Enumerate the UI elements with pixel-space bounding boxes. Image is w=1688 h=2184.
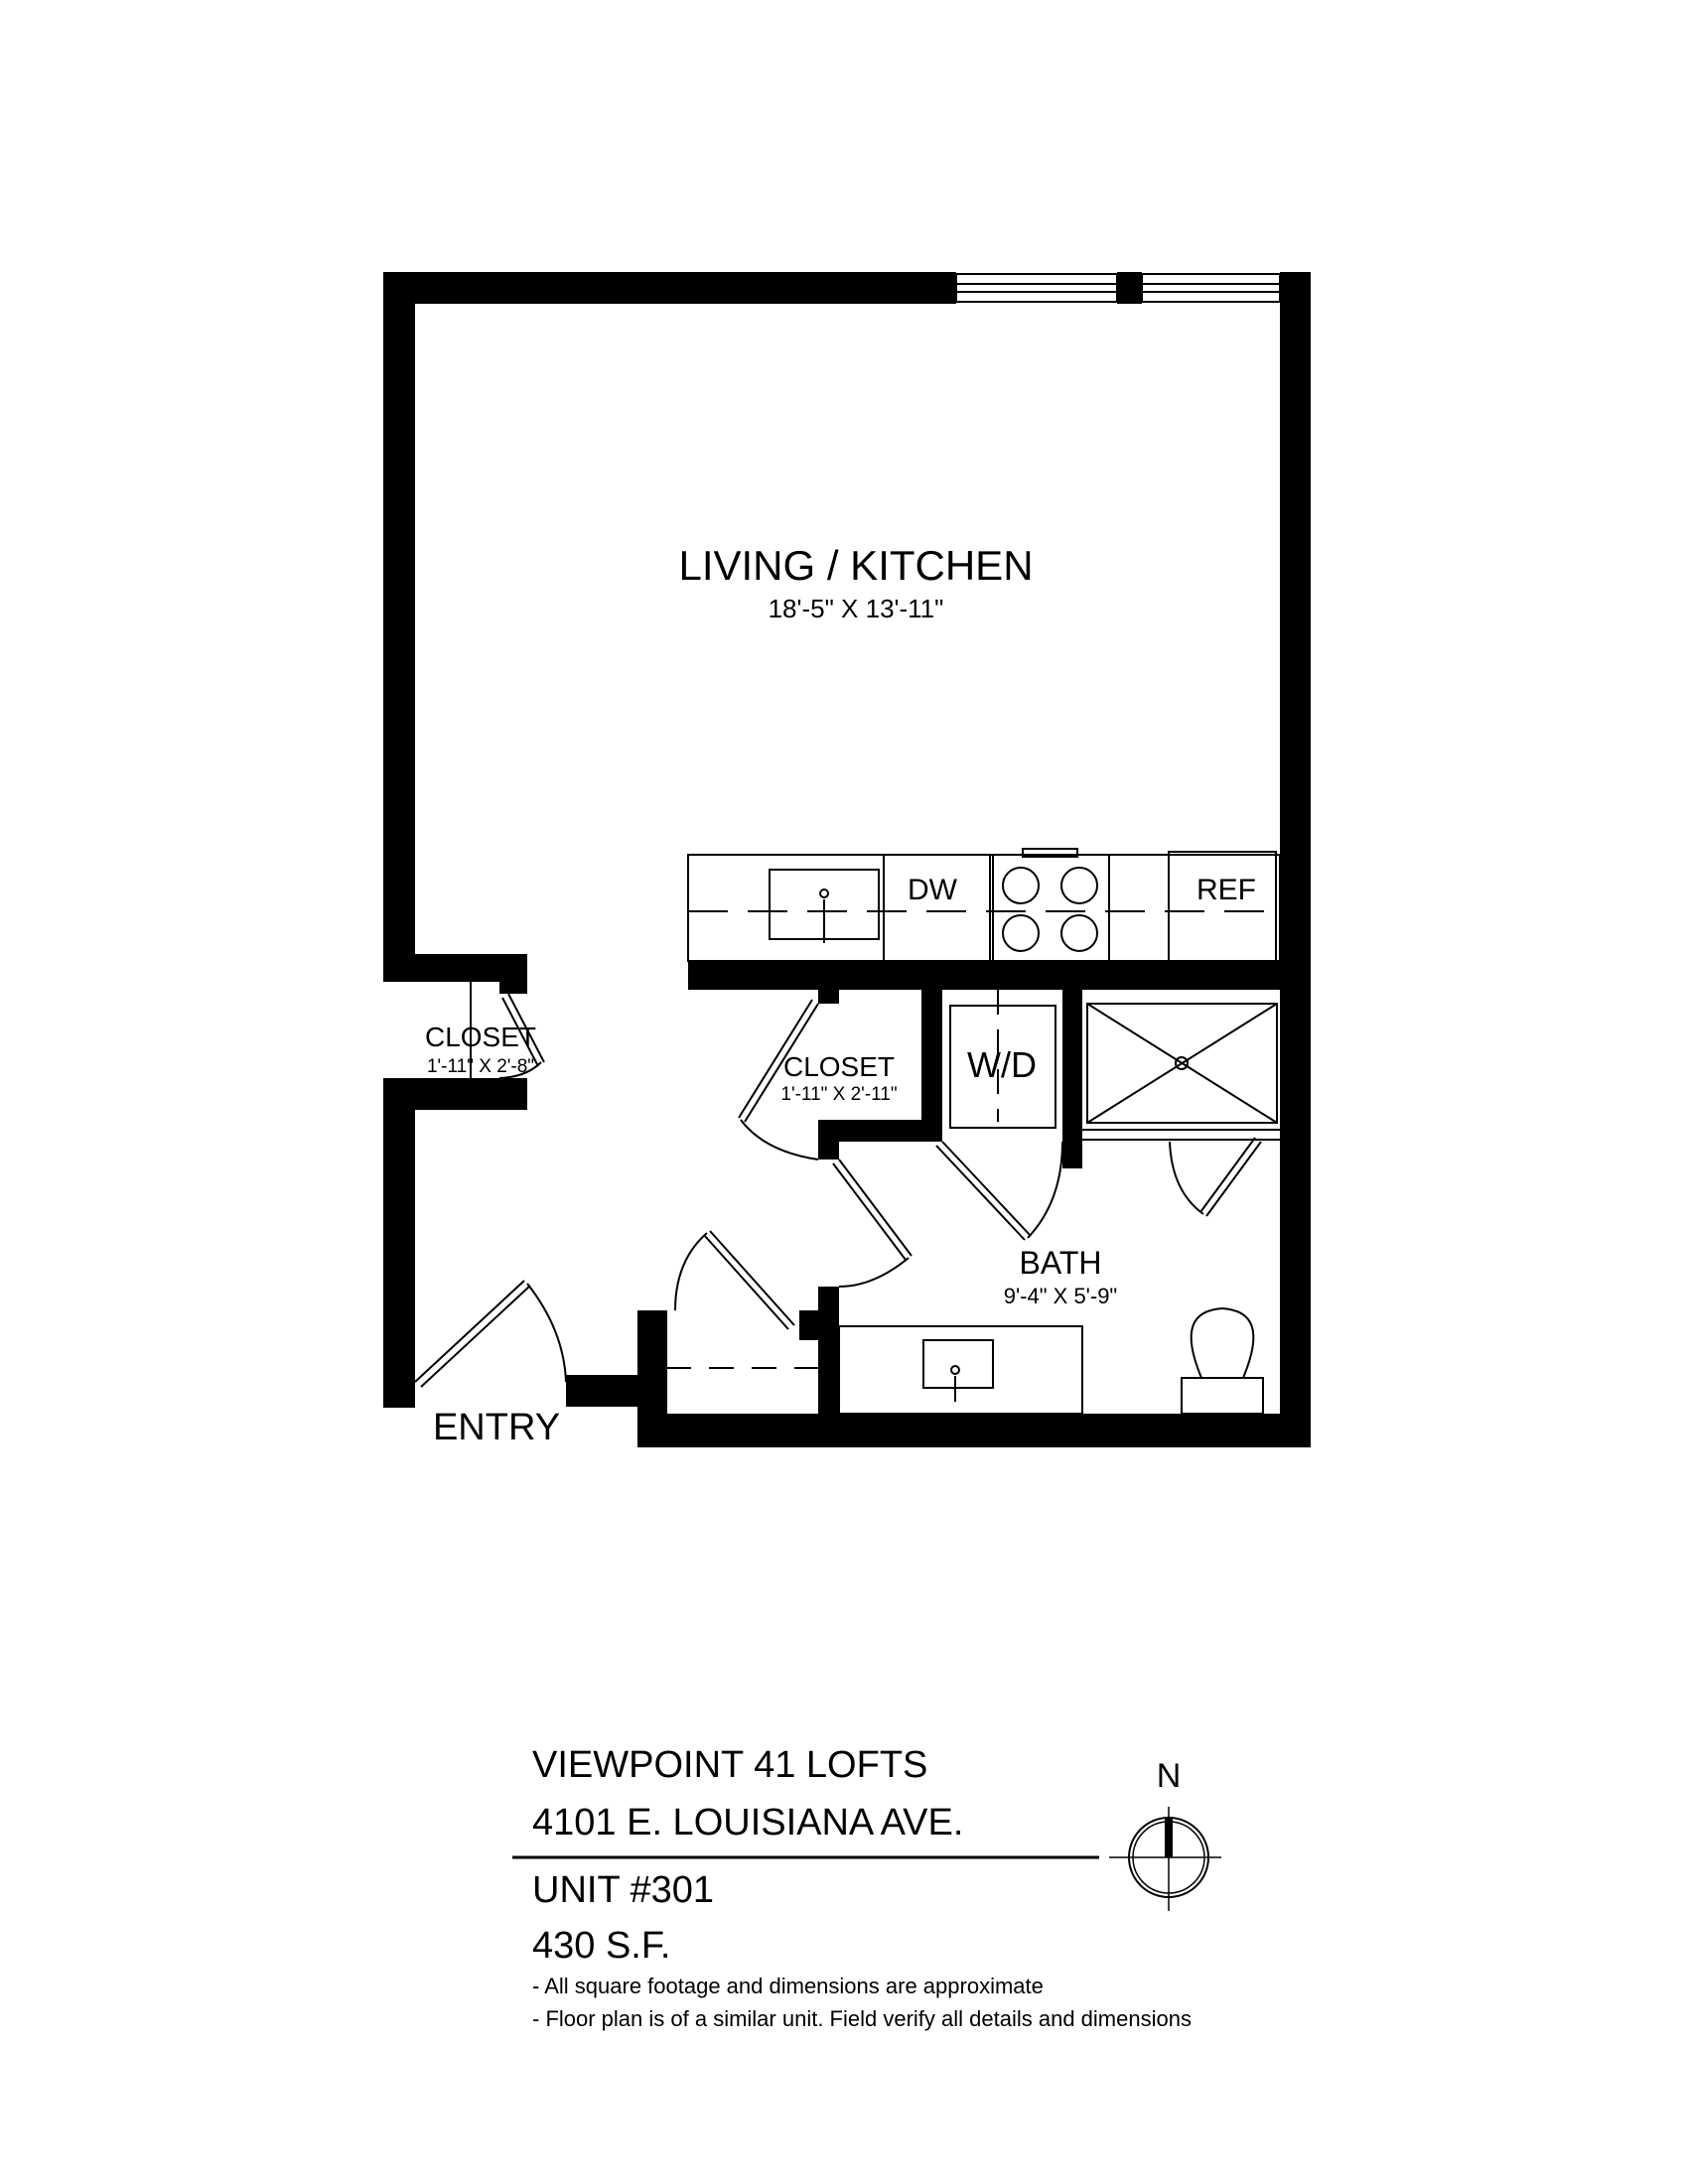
bath-dims: 9'-4" X 5'-9"	[1004, 1284, 1118, 1308]
windows	[955, 273, 1281, 303]
toilet	[1181, 1377, 1264, 1415]
walls	[383, 272, 1311, 1447]
north-arrow-icon: N	[1109, 1757, 1221, 1911]
range	[992, 854, 1110, 962]
closet-left-dims: 1'-11" X 2'-8"	[427, 1056, 534, 1077]
living-kitchen-dims: 18'-5" X 13'-11"	[769, 594, 944, 623]
refrigerator	[1168, 851, 1277, 962]
bath-fixtures	[470, 982, 1280, 1415]
entry-door-swing	[526, 1283, 567, 1383]
unit-number: UNIT #301	[532, 1869, 714, 1911]
north-label: N	[1157, 1757, 1182, 1795]
closet-center-dims: 1'-11" X 2'-11"	[780, 1084, 897, 1105]
entry-label: ENTRY	[433, 1407, 560, 1448]
closet-center-label: CLOSET	[783, 1051, 895, 1082]
property-name: VIEWPOINT 41 LOFTS	[532, 1744, 927, 1786]
note-1: - All square footage and dimensions are …	[532, 1974, 1044, 1998]
note-2: - Floor plan is of a similar unit. Field…	[532, 2006, 1192, 2031]
bath-label: BATH	[1020, 1245, 1102, 1281]
closet-left-label: CLOSET	[425, 1022, 536, 1052]
refrigerator-label: REF	[1196, 874, 1256, 906]
washer-dryer	[949, 1005, 1056, 1129]
kitchen-counter	[687, 848, 1281, 962]
shower	[1086, 1003, 1278, 1124]
living-kitchen-label: LIVING / KITCHEN	[678, 542, 1033, 589]
property-address: 4101 E. LOUISIANA AVE.	[532, 1802, 963, 1843]
dishwasher-label: DW	[908, 874, 958, 906]
bath-vanity	[838, 1325, 1083, 1415]
doors	[414, 993, 1262, 1388]
square-footage: 430 S.F.	[532, 1925, 670, 1967]
washer-dryer-label: W/D	[967, 1044, 1037, 1085]
